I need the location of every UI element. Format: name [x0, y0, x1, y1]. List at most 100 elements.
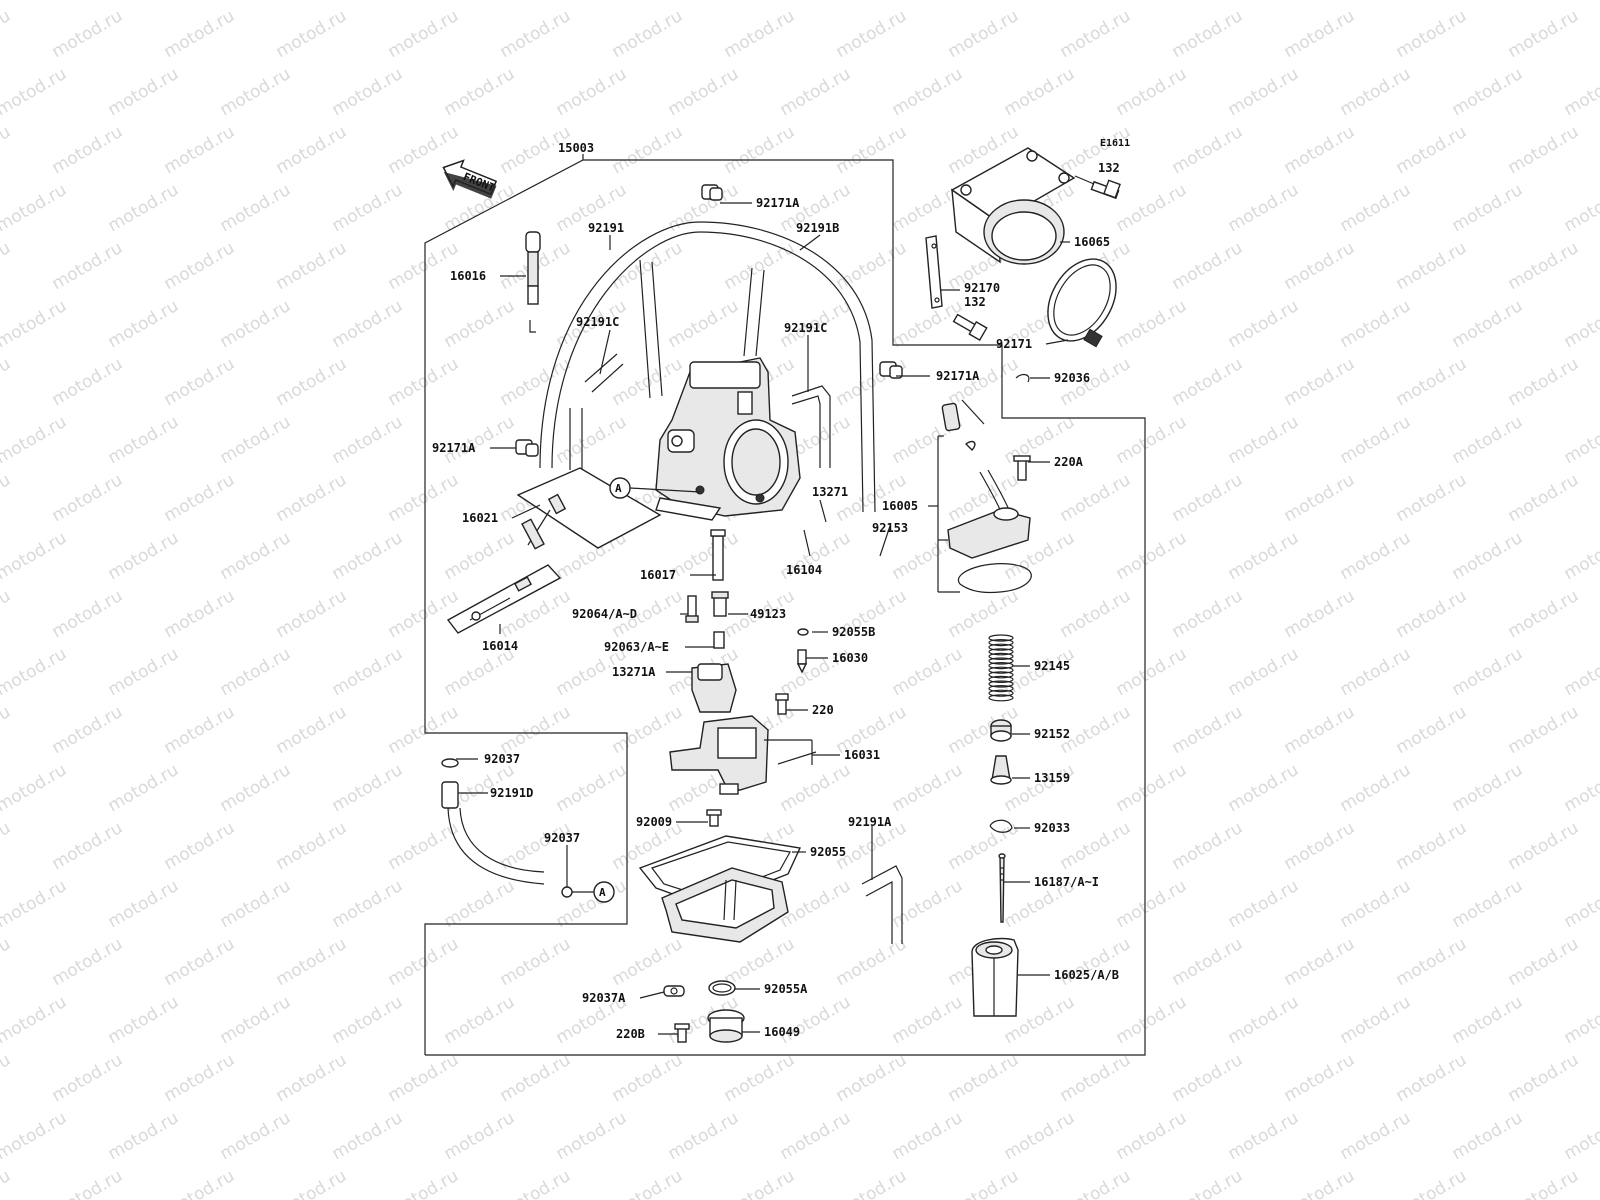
- watermark-text: motod.ru: [1281, 1050, 1359, 1106]
- watermark-text: motod.ru: [1505, 818, 1583, 874]
- screw-92009: [706, 809, 722, 827]
- watermark-text: motod.ru: [1337, 528, 1415, 584]
- starter-plunger-part: [525, 231, 541, 333]
- watermark-text: motod.ru: [609, 1050, 687, 1106]
- watermark-text: motod.ru: [1169, 586, 1247, 642]
- watermark-text: motod.ru: [49, 1050, 127, 1106]
- watermark-text: motod.ru: [1449, 528, 1527, 584]
- watermark-text: motod.ru: [1337, 64, 1415, 120]
- watermark-text: motod.ru: [0, 354, 14, 410]
- watermark-text: motod.ru: [273, 354, 351, 410]
- watermark-text: motod.ru: [1225, 64, 1303, 120]
- watermark-text: motod.ru: [105, 412, 183, 468]
- jet-holder-part: [711, 591, 729, 617]
- watermark-text: motod.ru: [889, 1108, 967, 1164]
- watermark-text: motod.ru: [0, 64, 70, 120]
- watermark-text: motod.ru: [385, 238, 463, 294]
- watermark-text: motod.ru: [0, 644, 70, 700]
- watermark-text: motod.ru: [441, 1108, 519, 1164]
- label-92037-b: 92037: [544, 831, 580, 845]
- watermark-text: motod.ru: [1393, 6, 1471, 62]
- watermark-text: motod.ru: [273, 1166, 351, 1200]
- watermark-text: motod.ru: [1449, 296, 1527, 352]
- watermark-text: motod.ru: [161, 122, 239, 178]
- watermark-text: motod.ru: [497, 934, 575, 990]
- label-16014: 16014: [482, 639, 518, 653]
- label-16016: 16016: [450, 269, 486, 283]
- watermark-text: motod.ru: [833, 1050, 911, 1106]
- spring-coil: [988, 675, 1014, 684]
- watermark-text: motod.ru: [329, 992, 407, 1048]
- o-ring-92055A: [708, 980, 736, 996]
- watermark-text: motod.ru: [1169, 934, 1247, 990]
- watermark-text: motod.ru: [1113, 760, 1191, 816]
- watermark-text: motod.ru: [0, 992, 70, 1048]
- label-92191a: 92191A: [848, 815, 892, 829]
- watermark-text: motod.ru: [105, 528, 183, 584]
- watermark-text: motod.ru: [1225, 760, 1303, 816]
- watermark-text: motod.ru: [721, 238, 799, 294]
- watermark-text: motod.ru: [1393, 818, 1471, 874]
- watermark-text: motod.ru: [1057, 470, 1135, 526]
- watermark-text: motod.ru: [609, 122, 687, 178]
- watermark-text: motod.ru: [1337, 760, 1415, 816]
- spring-coil: [988, 680, 1014, 688]
- watermark-text: motod.ru: [721, 1050, 799, 1106]
- label-92055a: 92055A: [764, 982, 808, 996]
- watermark-text: motod.ru: [0, 586, 14, 642]
- watermark-text: motod.ru: [217, 180, 295, 236]
- watermark-text: motod.ru: [441, 992, 519, 1048]
- spring-seat-92152: [990, 719, 1012, 742]
- watermark-text: motod.ru: [0, 702, 14, 758]
- label-92171: 92171: [996, 337, 1032, 351]
- watermark-text: motod.ru: [49, 354, 127, 410]
- watermark-text: motod.ru: [329, 760, 407, 816]
- watermark-text: motod.ru: [1001, 1108, 1079, 1164]
- watermark-text: motod.ru: [1337, 876, 1415, 932]
- watermark-text: motod.ru: [1337, 180, 1415, 236]
- watermark-text: motod.ru: [777, 876, 855, 932]
- main-jet-part: [713, 631, 725, 649]
- watermark-text: motod.ru: [0, 1108, 70, 1164]
- label-92152: 92152: [1034, 727, 1070, 741]
- watermark-text: motod.ru: [889, 644, 967, 700]
- watermark-text: motod.ru: [1169, 6, 1247, 62]
- watermark-text: motod.ru: [1113, 64, 1191, 120]
- label-49123: 49123: [750, 607, 786, 621]
- watermark-text: motod.ru: [1561, 0, 1600, 4]
- watermark-text: motod.ru: [161, 1166, 239, 1200]
- label-92145: 92145: [1034, 659, 1070, 673]
- throttle-stop-screw-part: [516, 467, 662, 550]
- label-92009: 92009: [636, 815, 672, 829]
- label-92191c-left: 92191C: [576, 315, 619, 329]
- label-92153: 92153: [872, 521, 908, 535]
- watermark-text: motod.ru: [1169, 1050, 1247, 1106]
- watermark-text: motod.ru: [1393, 934, 1471, 990]
- watermark-text: motod.ru: [329, 644, 407, 700]
- watermark-text: motod.ru: [1561, 180, 1600, 236]
- watermark-text: motod.ru: [1281, 586, 1359, 642]
- vent-hoses: [539, 221, 876, 513]
- label-220a: 220A: [1054, 455, 1084, 469]
- watermark-text: motod.ru: [1449, 64, 1527, 120]
- watermark-text: motod.ru: [0, 180, 70, 236]
- watermark-text: motod.ru: [49, 934, 127, 990]
- watermark-text: motod.ru: [1337, 0, 1415, 4]
- watermark-text: motod.ru: [161, 6, 239, 62]
- watermark-text: motod.ru: [497, 1166, 575, 1200]
- watermark-text: motod.ru: [889, 0, 967, 4]
- jet-needle-part: [998, 853, 1006, 923]
- watermark-text: motod.ru: [889, 296, 967, 352]
- gasket-92037A: [663, 985, 685, 997]
- watermark-text: motod.ru: [49, 1166, 127, 1200]
- watermark-text: motod.ru: [1561, 412, 1600, 468]
- watermark-text: motod.ru: [0, 296, 70, 352]
- watermark-text: motod.ru: [1113, 644, 1191, 700]
- label-220b: 220B: [616, 1027, 645, 1041]
- watermark-text: motod.ru: [273, 1050, 351, 1106]
- watermark-text: motod.ru: [1449, 1108, 1527, 1164]
- watermark-text: motod.ru: [945, 818, 1023, 874]
- label-16021: 16021: [462, 511, 498, 525]
- watermark-text: motod.ru: [161, 934, 239, 990]
- watermark-text: motod.ru: [553, 412, 631, 468]
